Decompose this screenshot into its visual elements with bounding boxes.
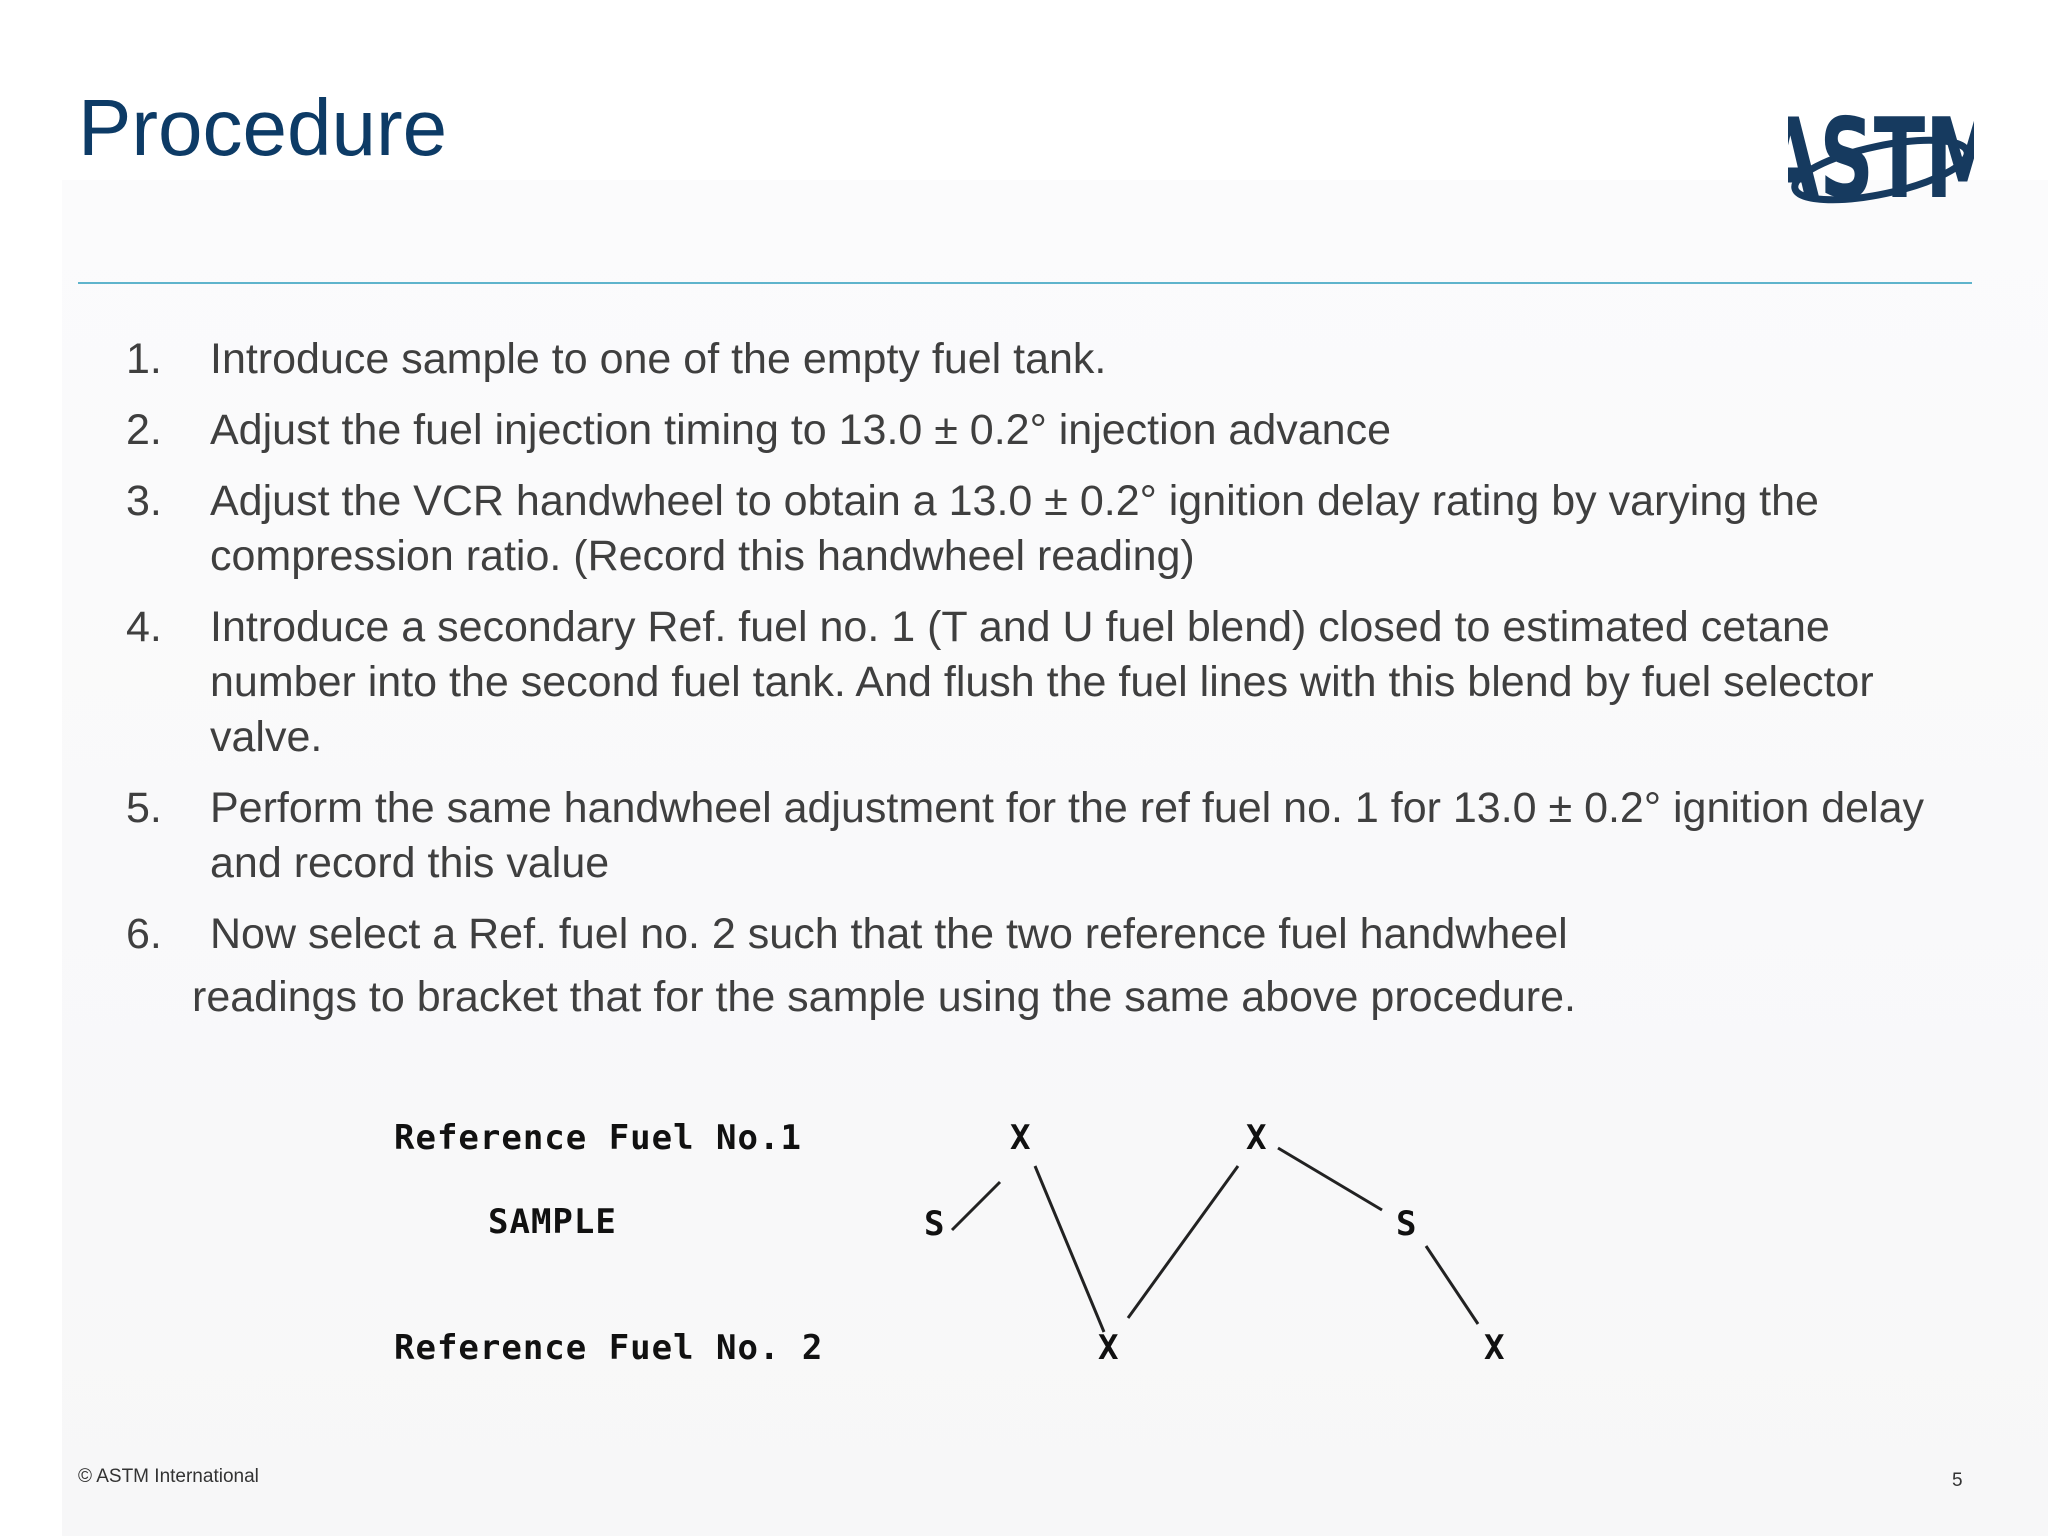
sample-mark: S bbox=[924, 1204, 945, 1244]
connector-line bbox=[1126, 1165, 1240, 1319]
sample-label: SAMPLE bbox=[488, 1202, 617, 1242]
step-text: Introduce sample to one of the empty fue… bbox=[210, 335, 1107, 383]
step-number: 6. bbox=[126, 910, 162, 958]
title-divider bbox=[78, 282, 1972, 284]
connector-line bbox=[1033, 1165, 1106, 1333]
reference-mark: X bbox=[1098, 1328, 1119, 1368]
page-number: 5 bbox=[1952, 1470, 1963, 1491]
step-item: 2. Adjust the fuel injection timing to 1… bbox=[120, 403, 1980, 458]
ref-fuel-1-label: Reference Fuel No.1 bbox=[394, 1118, 802, 1158]
step-6-continuation: readings to bracket that for the sample … bbox=[192, 973, 1576, 1021]
astm-logo: ASTM bbox=[1761, 94, 2000, 244]
step-number: 4. bbox=[126, 603, 162, 651]
step-number: 2. bbox=[126, 406, 162, 454]
step-text: Adjust the VCR handwheel to obtain a 13.… bbox=[210, 477, 1819, 580]
ref-fuel-2-label: Reference Fuel No. 2 bbox=[394, 1328, 824, 1368]
connector-line bbox=[950, 1180, 1002, 1232]
step-text: Now select a Ref. fuel no. 2 such that t… bbox=[210, 910, 1568, 958]
astm-logo-text: ASTM bbox=[1788, 96, 1974, 224]
connector-line bbox=[1277, 1146, 1383, 1212]
procedure-steps: 1. Introduce sample to one of the empty … bbox=[120, 332, 1980, 1025]
connector-line bbox=[1424, 1245, 1480, 1325]
bracketing-lines bbox=[950, 1146, 1480, 1333]
sample-mark: S bbox=[1396, 1204, 1417, 1244]
step-text: Perform the same handwheel adjustment fo… bbox=[210, 784, 1924, 887]
step-text: Introduce a secondary Ref. fuel no. 1 (T… bbox=[210, 603, 1874, 761]
reference-mark: X bbox=[1246, 1118, 1267, 1158]
footer-copyright: © ASTM International bbox=[78, 1466, 259, 1487]
reference-mark: X bbox=[1010, 1118, 1031, 1158]
step-item: 3. Adjust the VCR handwheel to obtain a … bbox=[120, 474, 1980, 584]
step-item: 1. Introduce sample to one of the empty … bbox=[120, 332, 1980, 387]
step-item: 5. Perform the same handwheel adjustment… bbox=[120, 781, 1980, 891]
step-text: Adjust the fuel injection timing to 13.0… bbox=[210, 406, 1392, 454]
step-item: 4. Introduce a secondary Ref. fuel no. 1… bbox=[120, 600, 1980, 765]
step-number: 3. bbox=[126, 477, 162, 525]
bracketing-diagram: Reference Fuel No.1 SAMPLE Reference Fue… bbox=[380, 1110, 1560, 1400]
step-item: 6. Now select a Ref. fuel no. 2 such tha… bbox=[120, 907, 1980, 962]
step-number: 1. bbox=[126, 335, 162, 383]
step-number: 5. bbox=[126, 784, 162, 832]
content-background bbox=[62, 180, 2048, 1536]
reference-mark: X bbox=[1484, 1328, 1505, 1368]
slide-title: Procedure bbox=[78, 83, 448, 172]
